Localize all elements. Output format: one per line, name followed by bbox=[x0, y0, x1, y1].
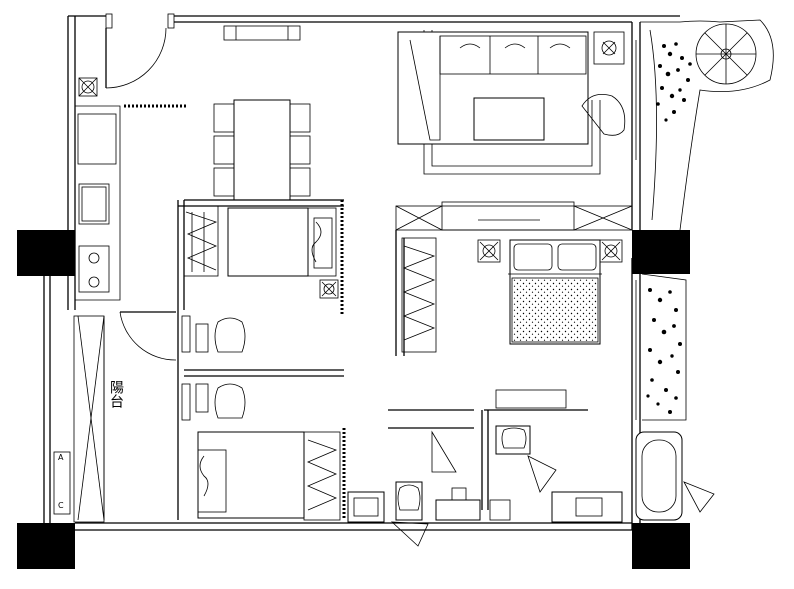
corridor-bath bbox=[181, 315, 246, 421]
wardrobe-2 bbox=[303, 431, 341, 521]
cooktop bbox=[78, 245, 110, 293]
guest-vanity bbox=[435, 499, 481, 521]
master-bedroom bbox=[395, 230, 623, 356]
tv-cabinet bbox=[395, 201, 633, 231]
bed-2 bbox=[197, 431, 305, 519]
balcony-storage bbox=[53, 451, 71, 515]
wardrobe-1 bbox=[183, 205, 219, 277]
balcony-door[interactable] bbox=[119, 311, 177, 361]
balcony-tag-c: C bbox=[58, 501, 64, 510]
bedroom-2 bbox=[184, 369, 346, 521]
wardrobe-master bbox=[401, 237, 437, 353]
guest-toilet bbox=[395, 481, 423, 521]
right-planter bbox=[640, 19, 774, 231]
column-right-mid bbox=[632, 230, 690, 274]
top-window bbox=[223, 25, 301, 41]
bedroom-1 bbox=[177, 199, 344, 520]
balcony: A C 陽台 bbox=[53, 315, 124, 523]
guest-sink bbox=[347, 491, 385, 523]
living-room bbox=[397, 30, 626, 175]
dining-table bbox=[213, 99, 311, 201]
guest-bath bbox=[347, 481, 481, 547]
balcony-label: 陽台 bbox=[108, 380, 124, 408]
column-right-bottom bbox=[632, 523, 690, 569]
master-bath bbox=[388, 389, 715, 523]
column-left-mid bbox=[17, 230, 75, 276]
outer-walls bbox=[43, 15, 680, 531]
vanity-master bbox=[551, 491, 623, 523]
armchair bbox=[581, 93, 626, 136]
bed-1 bbox=[227, 207, 309, 277]
toilet-master bbox=[495, 425, 531, 455]
fridge bbox=[77, 113, 117, 165]
balcony-tag-a: A bbox=[58, 453, 64, 462]
plants-top bbox=[656, 42, 692, 122]
plants-right bbox=[641, 273, 687, 421]
kitchen-counter bbox=[75, 77, 121, 301]
bathtub bbox=[635, 431, 683, 521]
spiral-stair bbox=[695, 23, 757, 85]
coffee-table bbox=[473, 97, 545, 141]
column-left-bottom bbox=[17, 523, 75, 569]
entrance-door[interactable] bbox=[105, 13, 175, 89]
structural-columns bbox=[17, 230, 690, 569]
sink bbox=[78, 183, 110, 225]
